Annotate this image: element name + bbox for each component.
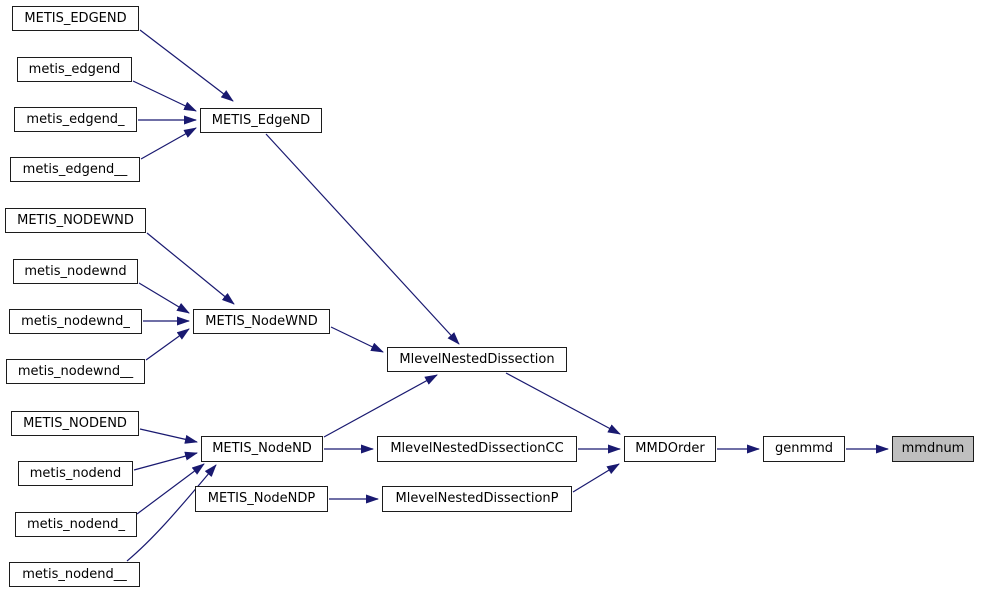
call-edge-MlevelNestedDissection-to-MMDOrder bbox=[505, 372, 621, 435]
call-edge-METIS_NODEWND-to-METIS_NodeWND bbox=[146, 232, 235, 305]
graph-node-MlevelNestedDissection[interactable]: MlevelNestedDissection bbox=[387, 347, 567, 372]
call-edge-metis_nodewnd__-to-METIS_NodeWND bbox=[145, 328, 190, 361]
graph-node-label: MMDOrder bbox=[635, 441, 705, 456]
graph-node-METIS_NodeND[interactable]: METIS_NodeND bbox=[201, 436, 323, 462]
graph-node-METIS_NODEWND[interactable]: METIS_NODEWND bbox=[5, 208, 146, 233]
graph-node-label: MlevelNestedDissection bbox=[399, 351, 555, 367]
call-edge-METIS_NODEND-to-METIS_NodeND bbox=[139, 428, 198, 444]
call-edge-METIS_EdgeND-to-MlevelNestedDissection bbox=[265, 133, 460, 345]
graph-node-label: metis_nodewnd bbox=[24, 263, 127, 279]
graph-node-label: MlevelNestedDissectionCC bbox=[390, 441, 564, 456]
graph-node-metis_nodewnd__[interactable]: metis_nodewnd__ bbox=[6, 359, 145, 384]
graph-node-MlevelNestedDissectionCC[interactable]: MlevelNestedDissectionCC bbox=[377, 436, 577, 462]
graph-node-label: metis_edgend bbox=[28, 61, 121, 77]
graph-node-label: genmmd bbox=[774, 441, 834, 456]
graph-node-metis_nodend[interactable]: metis_nodend bbox=[18, 461, 133, 486]
graph-node-metis_nodend__[interactable]: metis_nodend__ bbox=[9, 562, 140, 587]
graph-node-label: metis_nodewnd_ bbox=[21, 313, 130, 329]
graph-node-label: metis_nodewnd__ bbox=[17, 363, 134, 379]
graph-node-label: MlevelNestedDissectionP bbox=[395, 491, 559, 506]
graph-node-label: mmdnum bbox=[901, 441, 965, 456]
graph-node-metis_edgend__[interactable]: metis_edgend__ bbox=[10, 157, 140, 182]
graph-node-MlevelNestedDissectionP[interactable]: MlevelNestedDissectionP bbox=[382, 486, 572, 512]
graph-node-METIS_NodeNDP[interactable]: METIS_NodeNDP bbox=[195, 486, 328, 512]
graph-node-metis_edgend[interactable]: metis_edgend bbox=[17, 57, 132, 82]
graph-node-label: metis_nodend bbox=[29, 465, 122, 481]
graph-node-label: metis_edgend_ bbox=[26, 111, 125, 127]
call-edge-metis_nodend_-to-METIS_NodeND bbox=[136, 463, 205, 515]
graph-node-metis_nodend_[interactable]: metis_nodend_ bbox=[15, 512, 137, 537]
graph-node-METIS_NODEND[interactable]: METIS_NODEND bbox=[11, 411, 139, 436]
graph-node-label: metis_edgend__ bbox=[22, 161, 128, 177]
graph-node-MMDOrder[interactable]: MMDOrder bbox=[624, 436, 716, 462]
call-edge-metis_edgend__-to-METIS_EdgeND bbox=[140, 127, 197, 160]
graph-node-METIS_EDGEND[interactable]: METIS_EDGEND bbox=[12, 6, 139, 31]
call-edge-METIS_NodeND-to-MlevelNestedDissection bbox=[323, 374, 438, 438]
call-edge-MlevelNestedDissectionP-to-MMDOrder bbox=[572, 463, 620, 493]
graph-node-metis_nodewnd[interactable]: metis_nodewnd bbox=[13, 259, 138, 284]
graph-node-metis_nodewnd_[interactable]: metis_nodewnd_ bbox=[9, 309, 142, 334]
call-edge-metis_nodend__-to-METIS_NodeND bbox=[126, 464, 217, 562]
graph-node-mmdnum[interactable]: mmdnum bbox=[892, 436, 974, 462]
graph-node-genmmd[interactable]: genmmd bbox=[763, 436, 845, 462]
graph-node-label: METIS_EdgeND bbox=[211, 112, 311, 128]
call-edge-metis_edgend-to-METIS_EdgeND bbox=[132, 80, 197, 112]
call-edge-METIS_EDGEND-to-METIS_EdgeND bbox=[139, 29, 234, 102]
call-edge-metis_nodend-to-METIS_NodeND bbox=[133, 451, 198, 471]
graph-node-label: metis_nodend_ bbox=[26, 516, 126, 532]
graph-node-METIS_NodeWND[interactable]: METIS_NodeWND bbox=[193, 309, 330, 334]
graph-node-label: METIS_NODEWND bbox=[17, 212, 134, 228]
graph-node-metis_edgend_[interactable]: metis_edgend_ bbox=[14, 107, 137, 132]
graph-node-label: METIS_EDGEND bbox=[24, 10, 127, 26]
call-edge-METIS_NodeWND-to-MlevelNestedDissection bbox=[330, 326, 384, 353]
call-edge-metis_nodewnd-to-METIS_NodeWND bbox=[138, 282, 190, 314]
graph-node-label: METIS_NodeWND bbox=[205, 313, 318, 329]
graph-node-label: metis_nodend__ bbox=[22, 566, 127, 582]
graph-node-label: METIS_NodeND bbox=[212, 441, 312, 456]
graph-node-METIS_EdgeND[interactable]: METIS_EdgeND bbox=[200, 108, 322, 133]
graph-node-label: METIS_NodeNDP bbox=[207, 491, 316, 506]
graph-node-label: METIS_NODEND bbox=[23, 415, 127, 431]
